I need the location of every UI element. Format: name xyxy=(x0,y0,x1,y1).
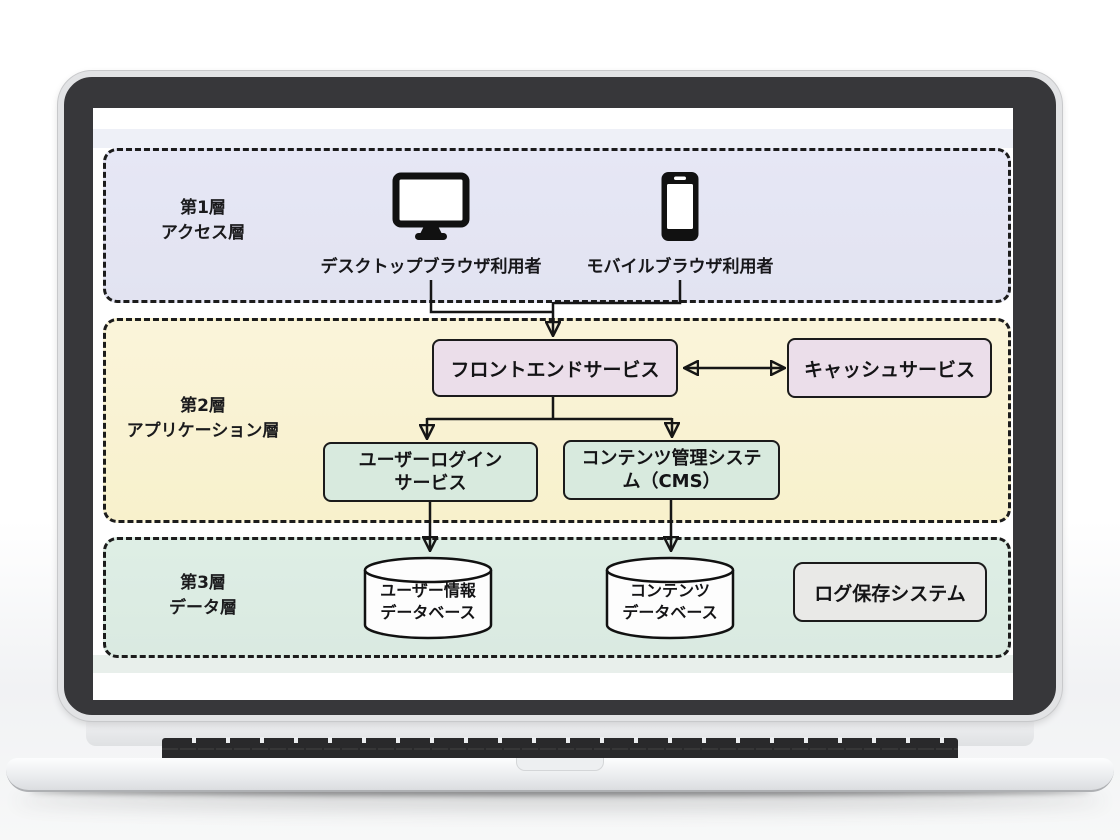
content-database-label-line1: コンテンツ xyxy=(629,581,710,600)
frontend-service-node: フロントエンドサービス xyxy=(432,339,678,397)
laptop-screen: 第1層 アクセス層 第2層 アプリケーション層 第3層 データ層 デスクトップブ… xyxy=(93,108,1013,700)
smartphone-icon xyxy=(661,172,699,241)
layer-access-label-line1: 第1層 xyxy=(180,198,226,218)
user-login-service-label-line2: サービス xyxy=(394,473,467,494)
layer-access-label: 第1層 アクセス層 xyxy=(118,196,288,245)
layer-application-label-line2: アプリケーション層 xyxy=(126,420,280,441)
layer-data-label-line1: 第3層 xyxy=(180,573,226,593)
layer-application-label: 第2層 アプリケーション層 xyxy=(111,394,295,443)
layer-data-tier xyxy=(103,537,1011,658)
cms-label-line2: ム（CMS） xyxy=(622,471,721,492)
laptop-base xyxy=(6,758,1114,792)
log-storage-system-node: ログ保存システム xyxy=(793,562,987,622)
layer-access-tier xyxy=(103,148,1011,303)
user-login-service-node: ユーザーログイン サービス xyxy=(323,442,538,502)
user-info-database-label-line2: データベース xyxy=(380,602,476,622)
cms-label-line1: コンテンツ管理システ xyxy=(581,447,762,469)
user-info-database-node: ユーザー情報 データベース xyxy=(363,556,493,640)
laptop-soft-shadow xyxy=(14,792,1106,810)
content-database-node: コンテンツ データベース xyxy=(605,556,735,640)
content-database-label-line2: データベース xyxy=(622,602,718,622)
cms-node: コンテンツ管理システ ム（CMS） xyxy=(563,440,780,500)
screen-bottom-tint xyxy=(93,655,1013,673)
desktop-monitor-icon xyxy=(392,172,470,240)
desktop-user-label: デスクトップブラウザ利用者 xyxy=(320,257,542,277)
layer-data-label: 第3層 データ層 xyxy=(118,571,288,620)
screen-top-tint xyxy=(93,129,1013,148)
user-info-database-label-line1: ユーザー情報 xyxy=(380,581,476,600)
frontend-service-label: フロントエンドサービス xyxy=(450,358,660,381)
layer-application-label-line1: 第2層 xyxy=(180,396,226,416)
cache-service-node: キャッシュサービス xyxy=(787,338,992,398)
user-login-service-label-line1: ユーザーログイン xyxy=(358,449,503,471)
content-database-label: コンテンツ データベース xyxy=(605,580,735,623)
cache-service-label: キャッシュサービス xyxy=(803,358,975,381)
log-storage-system-label: ログ保存システム xyxy=(814,582,966,605)
database-cylinder-icon xyxy=(363,556,493,640)
layer-data-label-line2: データ層 xyxy=(169,597,237,618)
layer-access-label-line2: アクセス層 xyxy=(160,222,246,243)
user-info-database-label: ユーザー情報 データベース xyxy=(363,580,493,623)
mobile-user-label: モバイルブラウザ利用者 xyxy=(586,257,774,277)
database-cylinder-icon xyxy=(605,556,735,640)
